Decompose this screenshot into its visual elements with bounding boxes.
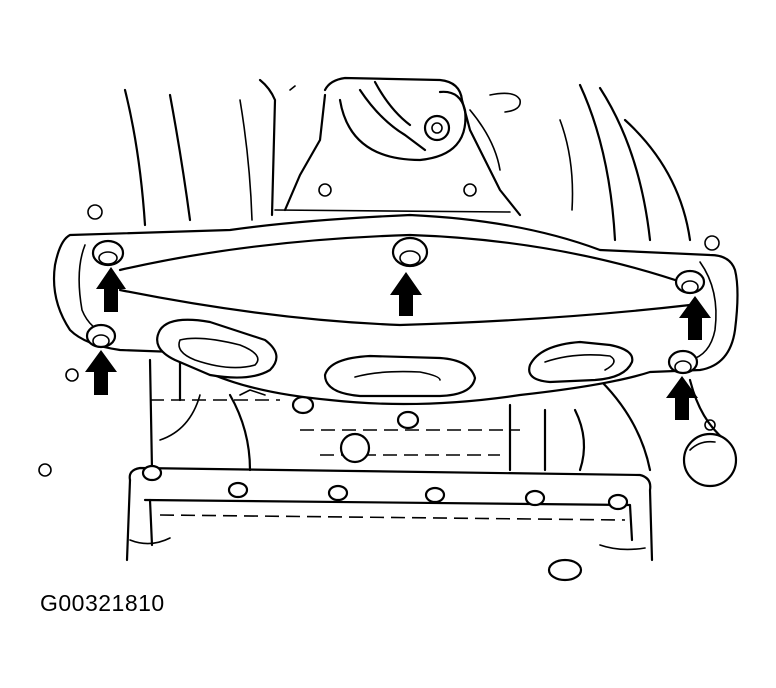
engine-block-outline [38,76,720,477]
indicator-arrows [85,267,711,420]
arrow-up-icon [666,376,698,420]
bolt-upper-right [674,269,706,295]
figure-code: G00321810 [40,590,165,616]
arrow-up-icon [96,267,126,312]
bolt-lower-right [667,349,699,375]
arrow-up-icon [85,350,117,395]
manifold-flange [52,213,739,406]
lower-cover-outline [125,464,654,582]
bolt-lower-left [85,323,117,349]
manifold-bolts [85,236,706,375]
bolt-top-center [391,236,429,268]
arrow-up-icon [390,272,422,316]
bolt-upper-left [91,239,125,267]
arrow-up-icon [679,296,711,340]
